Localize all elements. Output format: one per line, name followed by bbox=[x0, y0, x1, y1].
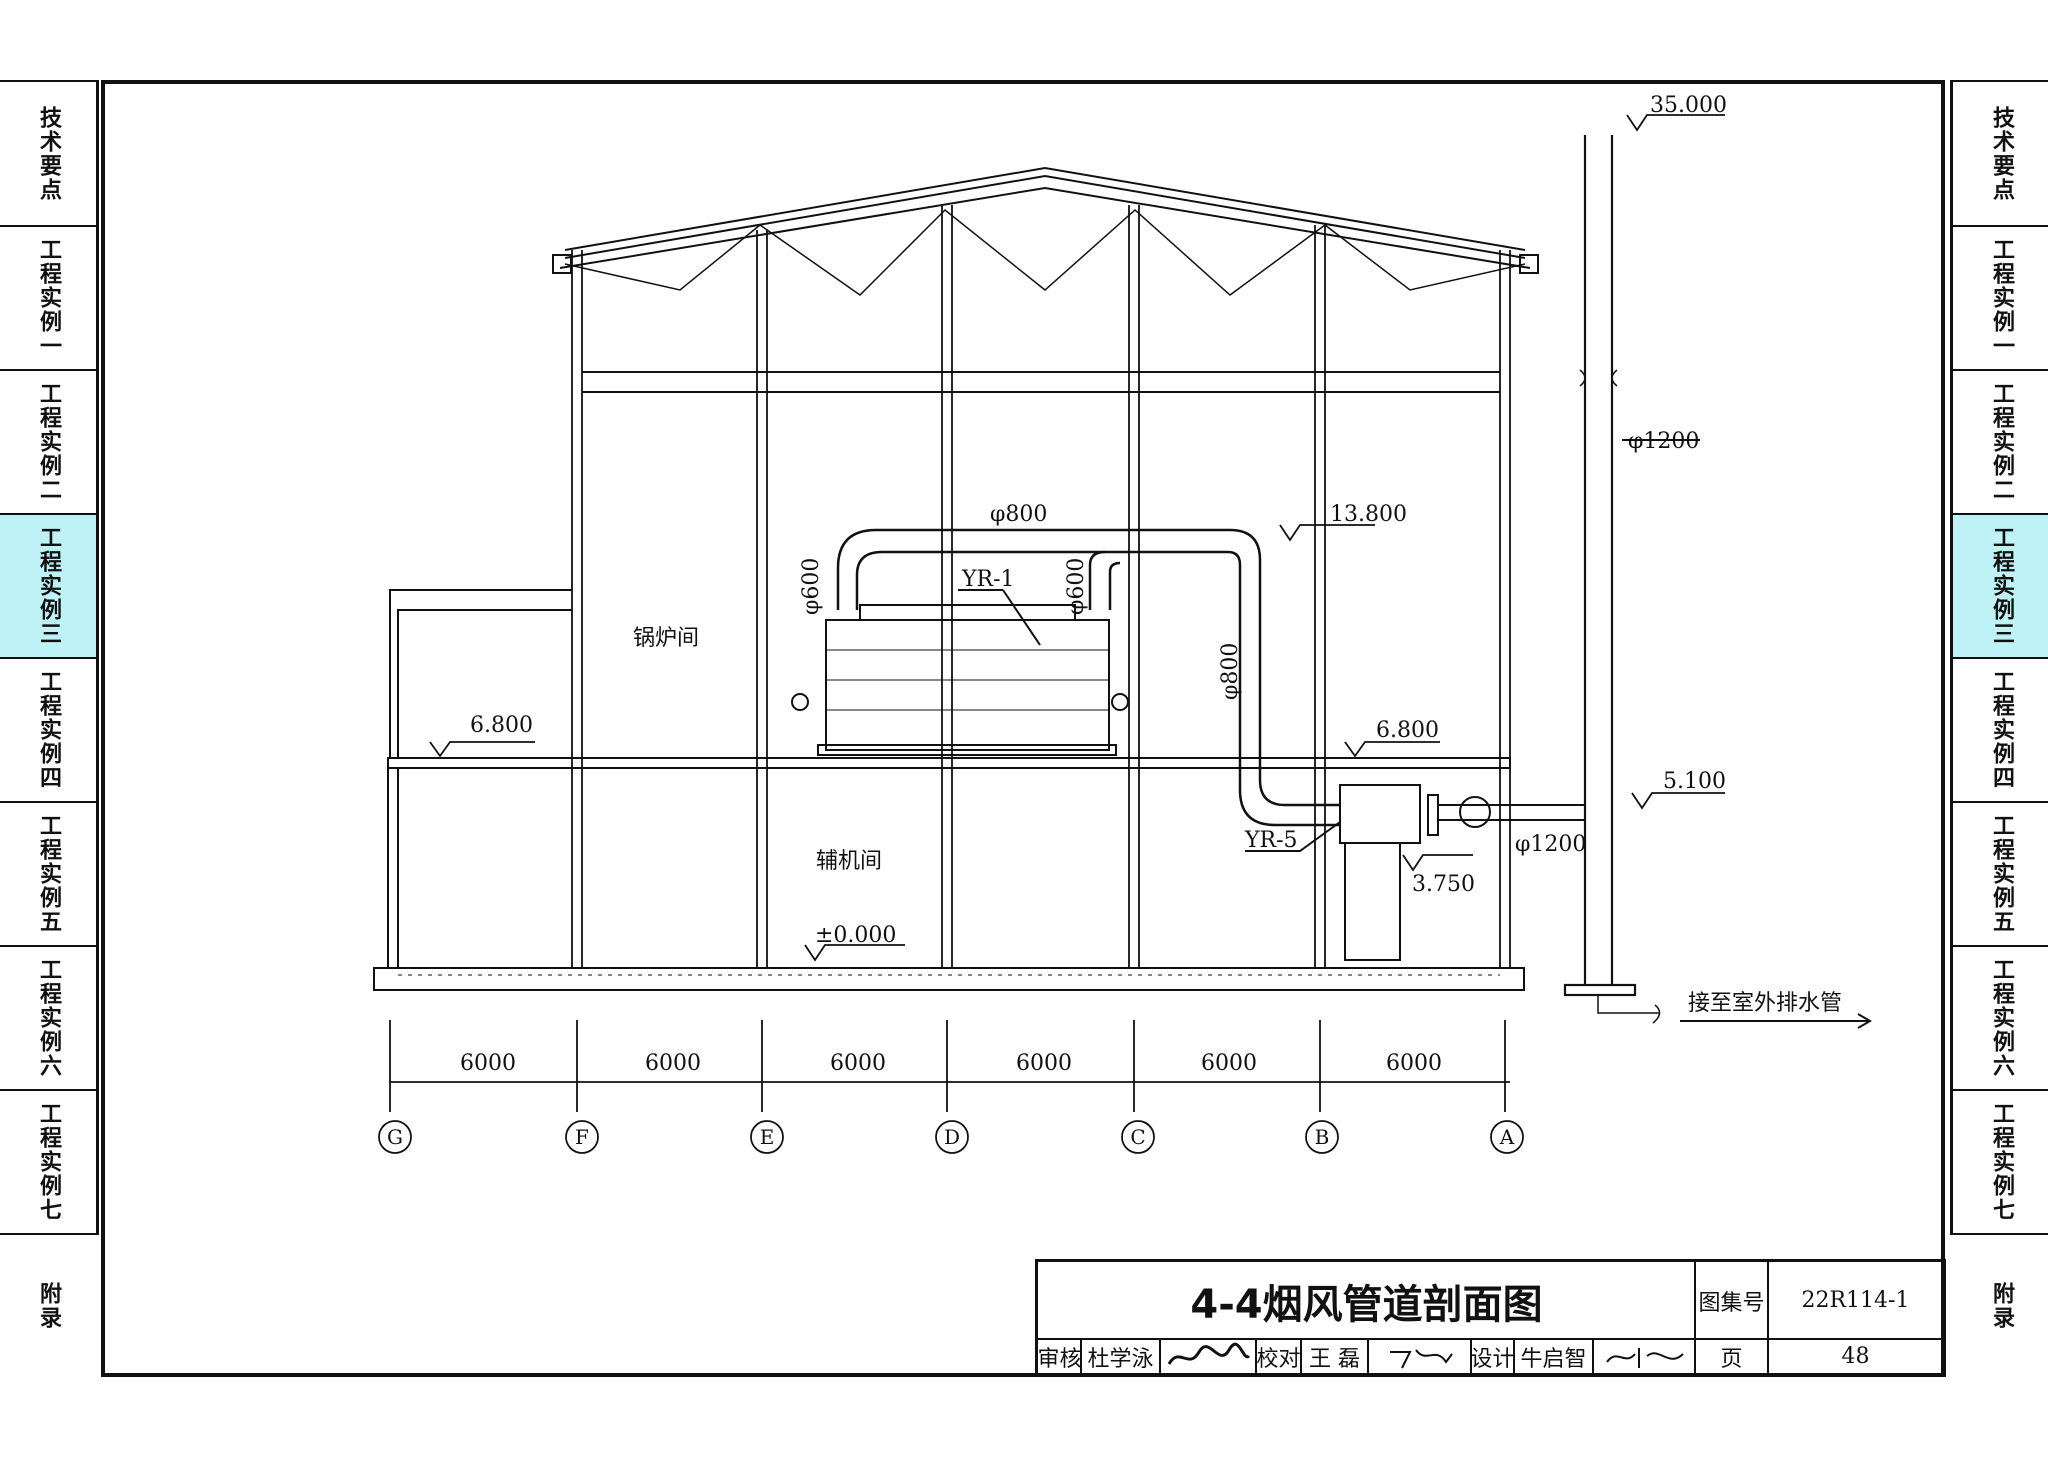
pipe-top-duct: φ800 bbox=[990, 502, 1047, 527]
index-tab[interactable]: 工程实例六 bbox=[0, 945, 96, 1089]
index-tab[interactable]: 工程实例七 bbox=[1953, 1089, 2048, 1233]
left-index-tabs: 技术要点工程实例一工程实例二工程实例三工程实例四工程实例五工程实例六工程实例七附… bbox=[0, 80, 99, 1330]
index-tab[interactable]: 技术要点 bbox=[0, 80, 96, 225]
pipe-chimney: φ1200 bbox=[1628, 429, 1699, 454]
index-tab-label: 工程实例六 bbox=[36, 958, 61, 1078]
drawing-title: 4-4烟风管道剖面图 bbox=[1190, 1281, 1543, 1328]
index-tab[interactable]: 技术要点 bbox=[1953, 80, 2048, 225]
pipe-left-branch: φ600 bbox=[799, 558, 824, 615]
ground-slab bbox=[373, 967, 1525, 991]
equip-fan-label: YR-5 bbox=[1244, 828, 1298, 853]
designer-signature bbox=[1593, 1339, 1695, 1374]
elev-floor-right: 6.800 bbox=[1376, 718, 1439, 743]
page-label: 页 bbox=[1720, 1346, 1743, 1372]
page-number: 48 bbox=[1841, 1344, 1870, 1369]
index-tab[interactable]: 附录 bbox=[0, 1233, 96, 1377]
boiler-yr1 bbox=[791, 604, 1129, 756]
review-label: 审核 bbox=[1037, 1346, 1082, 1372]
index-tab[interactable]: 工程实例五 bbox=[0, 801, 96, 945]
right-index-tabs: 技术要点工程实例一工程实例二工程实例三工程实例四工程实例五工程实例六工程实例七附… bbox=[1950, 80, 2048, 1330]
pipe-right-branch: φ600 bbox=[1064, 558, 1089, 615]
index-tab[interactable]: 工程实例四 bbox=[0, 657, 96, 801]
checker-signature bbox=[1368, 1339, 1471, 1374]
drain-note: 接至室外排水管 bbox=[1688, 991, 1842, 1016]
span-4: 6000 bbox=[1016, 1051, 1072, 1076]
elev-fan-base: 3.750 bbox=[1412, 872, 1475, 897]
index-tab-label: 工程实例七 bbox=[36, 1102, 61, 1222]
index-tab-label: 工程实例二 bbox=[1989, 382, 2014, 502]
axis-e: E bbox=[760, 1125, 775, 1149]
design-label: 设计 bbox=[1470, 1346, 1515, 1372]
index-tab-label: 工程实例四 bbox=[1989, 670, 2014, 790]
index-tab[interactable]: 工程实例三 bbox=[1953, 513, 2048, 657]
index-tab[interactable]: 工程实例七 bbox=[0, 1089, 96, 1233]
axis-g: G bbox=[387, 1125, 403, 1149]
index-tab-label: 工程实例七 bbox=[1989, 1102, 2014, 1222]
title-block: 4-4烟风管道剖面图 图集号 22R114-1 审核 杜学泳 校对 王 磊 设计… bbox=[1035, 1259, 1946, 1377]
index-tab-label: 附录 bbox=[1989, 1282, 2014, 1330]
pipe-flue: φ1200 bbox=[1515, 832, 1586, 857]
atlas-number: 22R114-1 bbox=[1801, 1288, 1910, 1313]
index-tab-label: 工程实例五 bbox=[36, 814, 61, 934]
chimney bbox=[1563, 135, 1661, 1024]
reviewer-signature bbox=[1160, 1339, 1256, 1374]
elev-duct-top: 13.800 bbox=[1330, 502, 1407, 527]
fan-yr5 bbox=[1339, 784, 1585, 961]
axis-bubbles bbox=[378, 1120, 1524, 1154]
index-tab-label: 工程实例五 bbox=[1989, 814, 2014, 934]
room-boiler: 锅炉间 bbox=[633, 626, 699, 651]
designer-name: 牛启智 bbox=[1520, 1346, 1587, 1372]
index-tab-label: 技术要点 bbox=[36, 105, 61, 202]
index-tab-label: 工程实例一 bbox=[36, 238, 61, 358]
elev-flue: 5.100 bbox=[1663, 769, 1726, 794]
axis-d: D bbox=[944, 1125, 960, 1149]
index-tab-label: 工程实例六 bbox=[1989, 958, 2014, 1078]
index-tab[interactable]: 工程实例四 bbox=[1953, 657, 2048, 801]
reviewer-name: 杜学泳 bbox=[1087, 1346, 1154, 1372]
elev-ground: ±0.000 bbox=[815, 923, 896, 948]
dimension-line bbox=[389, 1020, 1510, 1112]
index-tab[interactable]: 工程实例一 bbox=[1953, 225, 2048, 369]
index-tab-label: 工程实例三 bbox=[36, 526, 61, 646]
axis-c: C bbox=[1130, 1125, 1145, 1149]
title-block-grid bbox=[1038, 1262, 1943, 1374]
index-tab-label: 技术要点 bbox=[1989, 105, 2014, 202]
index-tab[interactable]: 工程实例一 bbox=[0, 225, 96, 369]
span-1: 6000 bbox=[460, 1051, 516, 1076]
index-tab-label: 工程实例三 bbox=[1989, 526, 2014, 646]
elev-floor-left: 6.800 bbox=[470, 713, 533, 738]
pipe-riser: φ800 bbox=[1218, 643, 1243, 700]
index-tab-label: 附录 bbox=[36, 1282, 61, 1330]
atlas-label: 图集号 bbox=[1698, 1290, 1765, 1316]
columns bbox=[571, 205, 1511, 968]
span-3: 6000 bbox=[830, 1051, 886, 1076]
room-aux: 辅机间 bbox=[816, 849, 882, 874]
span-6: 6000 bbox=[1386, 1051, 1442, 1076]
drawing-frame bbox=[101, 80, 1945, 1377]
index-tab-label: 工程实例一 bbox=[1989, 238, 2014, 358]
axis-a: A bbox=[1499, 1125, 1515, 1149]
index-tab[interactable]: 工程实例六 bbox=[1953, 945, 2048, 1089]
elevation-marks bbox=[429, 114, 1725, 962]
index-tab[interactable]: 附录 bbox=[1953, 1233, 2048, 1377]
flue-ducts bbox=[836, 528, 1340, 827]
index-tab[interactable]: 工程实例五 bbox=[1953, 801, 2048, 945]
axis-f: F bbox=[575, 1125, 589, 1149]
checker-name: 王 磊 bbox=[1309, 1346, 1360, 1372]
index-tab[interactable]: 工程实例二 bbox=[1953, 369, 2048, 513]
span-2: 6000 bbox=[645, 1051, 701, 1076]
index-tab[interactable]: 工程实例二 bbox=[0, 369, 96, 513]
axis-b: B bbox=[1315, 1125, 1330, 1149]
elev-chimney-top: 35.000 bbox=[1650, 93, 1727, 118]
floor-slab bbox=[387, 757, 1511, 769]
check-label: 校对 bbox=[1256, 1346, 1301, 1372]
index-tab[interactable]: 工程实例三 bbox=[0, 513, 96, 657]
span-5: 6000 bbox=[1201, 1051, 1257, 1076]
roof-truss bbox=[552, 166, 1539, 296]
index-tab-label: 工程实例二 bbox=[36, 382, 61, 502]
equip-boiler-label: YR-1 bbox=[961, 567, 1015, 592]
index-tab-label: 工程实例四 bbox=[36, 670, 61, 790]
